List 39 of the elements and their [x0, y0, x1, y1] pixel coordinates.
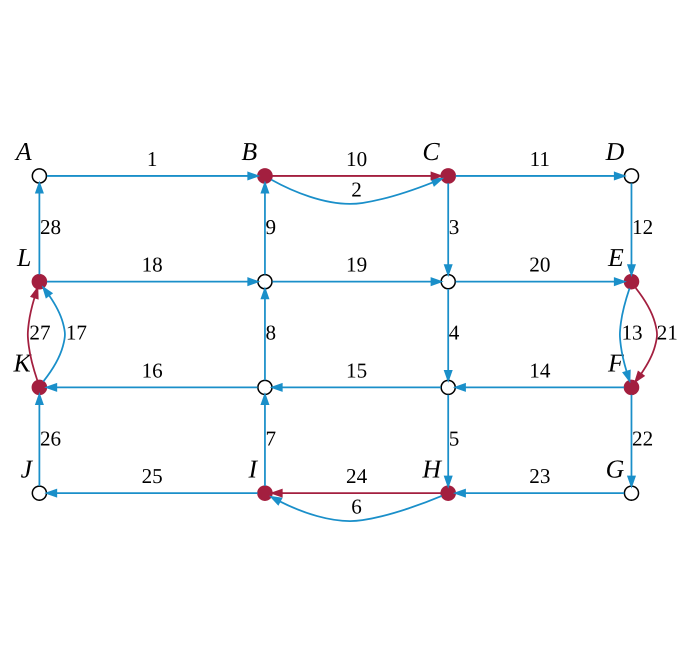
node-label: I	[248, 454, 258, 484]
edge-label: 5	[448, 426, 460, 450]
edge-label: 18	[142, 252, 163, 277]
node-label: B	[241, 137, 258, 166]
node-label: A	[16, 137, 32, 166]
edge-label: 11	[530, 146, 550, 171]
node-label: L	[17, 242, 32, 272]
edge-label: 13	[621, 320, 643, 345]
node-label: H	[422, 454, 442, 484]
edge-label: 6	[351, 494, 362, 519]
edge-label: 20	[529, 252, 550, 277]
edge-label: 7	[266, 426, 276, 450]
edge-label: 8	[266, 320, 276, 345]
edge-label: 27	[29, 320, 51, 345]
edge-label: 26	[40, 426, 62, 450]
edge-label: 24	[346, 464, 368, 488]
edge-label: 16	[142, 358, 163, 382]
edge-label: 1	[146, 146, 158, 171]
edge-label: 23	[529, 464, 550, 488]
edge-label: 15	[346, 358, 368, 382]
edge-label: 19	[346, 252, 368, 277]
edge-label: 4	[448, 320, 460, 345]
node-label: C	[422, 137, 440, 166]
node-label: E	[608, 242, 624, 272]
edge-label: 3	[448, 214, 460, 239]
node-label: J	[20, 454, 32, 484]
edge-label: 22	[632, 426, 654, 450]
node-label: D	[606, 137, 624, 166]
edge-label: 28	[40, 214, 62, 239]
node-label: K	[14, 348, 31, 378]
node-label: G	[606, 454, 624, 484]
edge-label: 12	[632, 214, 654, 239]
edge-label: 2	[351, 177, 362, 202]
edge-label: 17	[66, 320, 87, 345]
edge-label: 14	[529, 358, 550, 382]
edge-label: 25	[142, 464, 163, 488]
edge-label: 21	[656, 320, 678, 345]
edge-label: 9	[266, 214, 276, 239]
edge-label: 10	[346, 146, 368, 171]
